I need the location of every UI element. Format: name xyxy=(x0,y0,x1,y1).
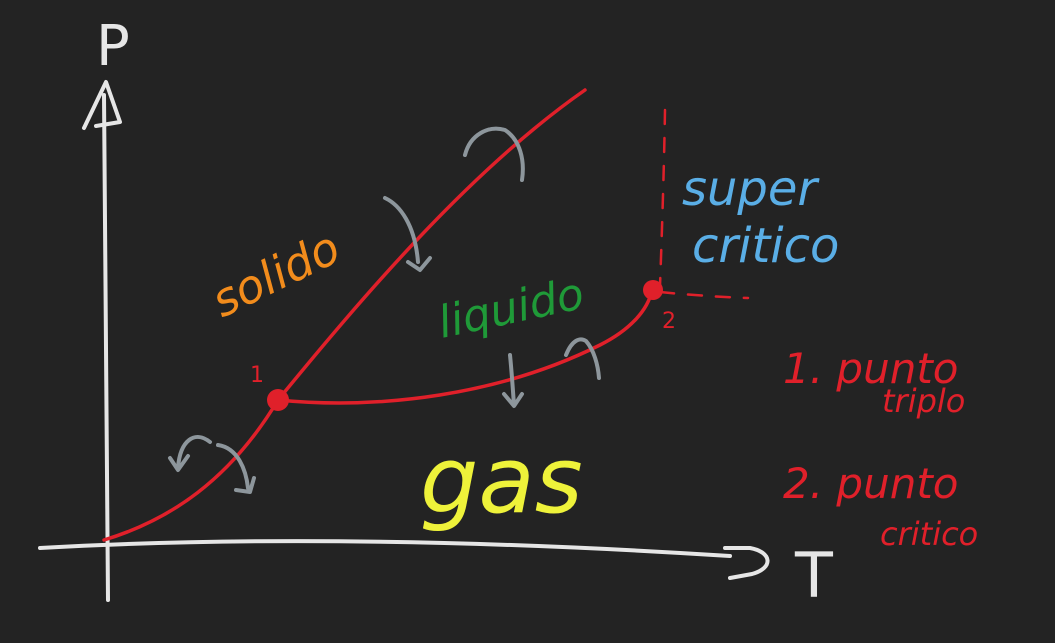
vaporization-arrow-up-icon xyxy=(564,337,601,380)
supercritical-label-line1: super xyxy=(682,161,820,217)
liquid-region-label: liquido xyxy=(434,268,589,349)
legend-item1-line1: 1. punto xyxy=(783,344,959,393)
x-axis xyxy=(38,539,732,558)
vaporization-curve xyxy=(276,288,654,405)
vaporization-arrow-down-icon xyxy=(502,353,524,408)
sublimation-arrow-down-icon xyxy=(216,443,256,494)
supercritical-boundary xyxy=(658,108,750,300)
melting-arrow-up-icon xyxy=(463,126,525,182)
legend-item2-line1: 2. punto xyxy=(783,459,959,508)
supercritical-label-line2: critico xyxy=(692,218,839,274)
critical-point xyxy=(643,280,663,300)
supercritical-horizontal-dashes xyxy=(658,290,750,300)
melting-curve xyxy=(276,88,587,402)
solid-region-label: solido xyxy=(203,220,348,328)
x-axis-label: T xyxy=(794,539,834,612)
melting-arrow-down-icon xyxy=(383,196,432,272)
critical-point-marker: 2 xyxy=(662,309,676,334)
supercritical-vertical-dashes xyxy=(658,108,667,288)
legend-item1-line2: triplo xyxy=(882,382,965,420)
phase-curves xyxy=(102,88,654,542)
triple-point xyxy=(267,389,289,411)
y-axis-label: P xyxy=(96,14,130,79)
equilibrium-arrows xyxy=(168,126,601,494)
triple-point-marker: 1 xyxy=(250,363,264,388)
axes xyxy=(38,80,770,602)
x-axis-arrowhead-icon xyxy=(723,546,770,580)
legend-item2-line2: critico xyxy=(880,515,978,553)
y-axis-arrowhead-icon xyxy=(82,80,122,130)
gas-region-label: gas xyxy=(420,427,583,534)
y-axis xyxy=(102,93,110,602)
sublimation-curve xyxy=(102,398,280,542)
legend: 1. punto triplo 2. punto critico xyxy=(783,344,978,553)
sublimation-arrow-up-icon xyxy=(168,435,212,472)
